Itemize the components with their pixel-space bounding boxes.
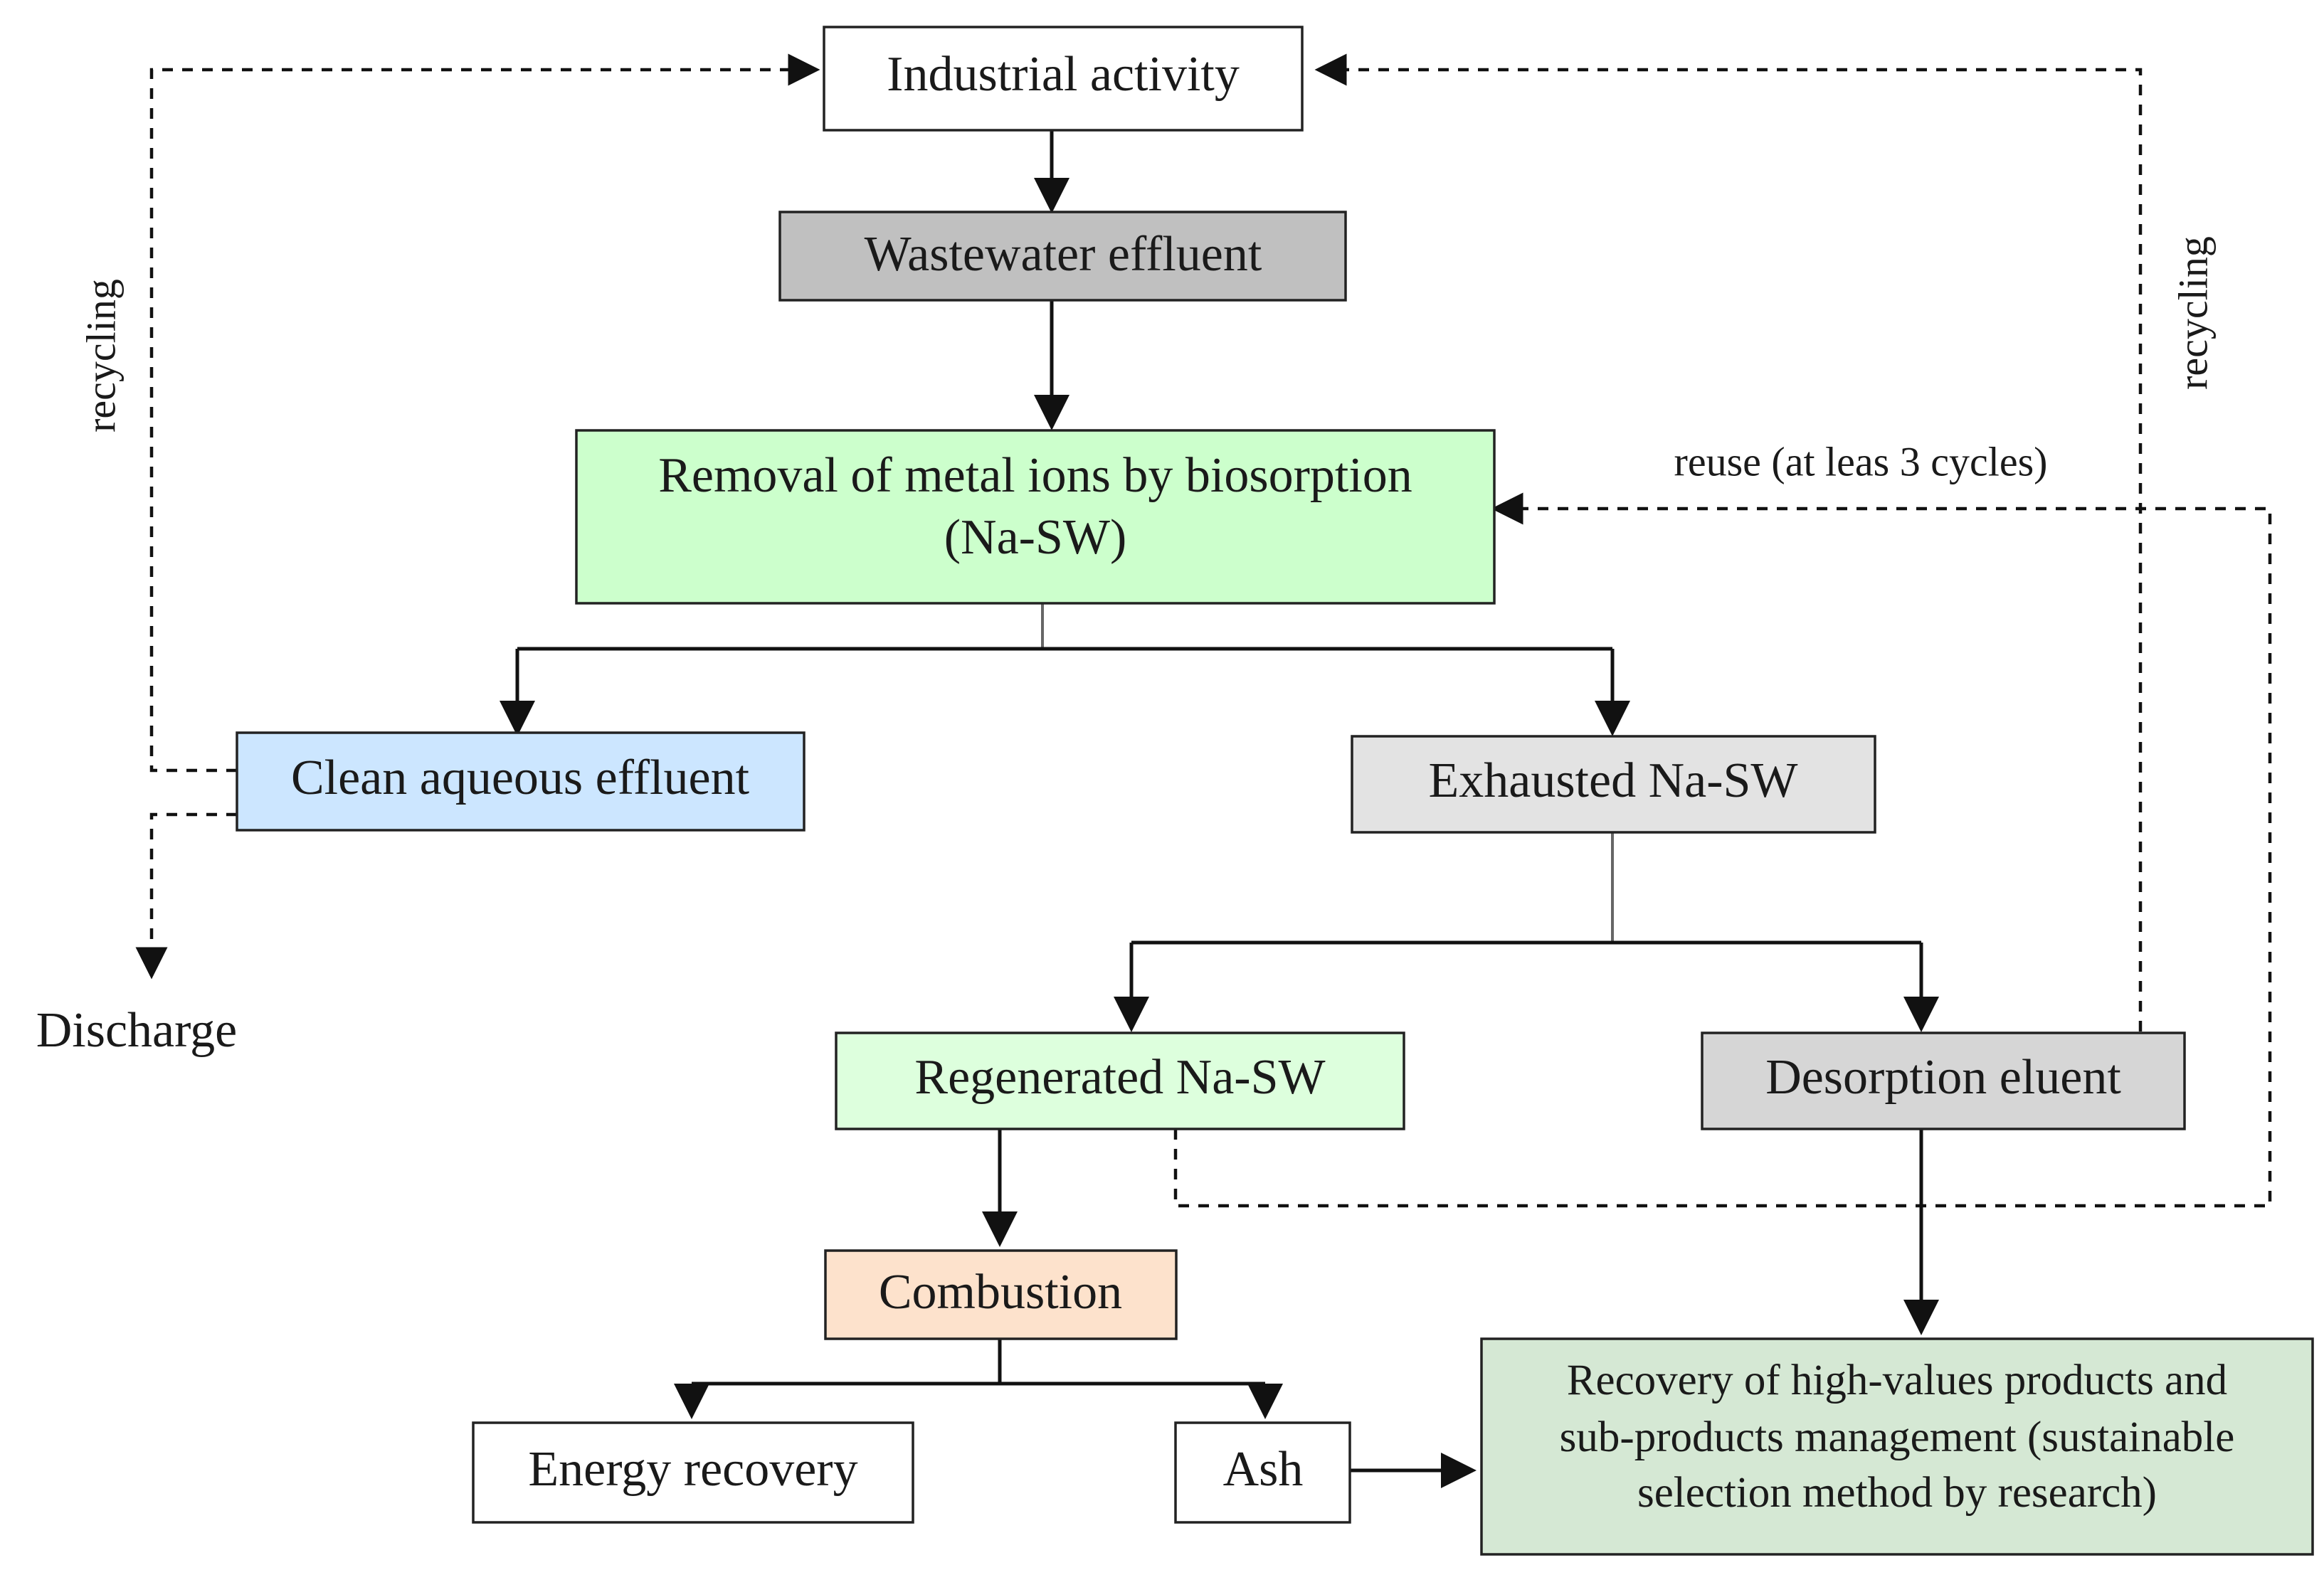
node-energy-recovery: Energy recovery [472,1421,914,1524]
node-industrial-activity-label: Industrial activity [887,47,1240,102]
node-removal-biosorption-line1: Removal of metal ions by biosorption [658,448,1412,503]
node-removal-biosorption-box [575,429,1496,605]
node-removal-biosorption: Removal of metal ions by biosorption (Na… [575,429,1496,605]
node-energy-recovery-box [472,1421,914,1524]
node-energy-recovery-label: Energy recovery [528,1442,857,1497]
node-clean-aqueous-effluent-box [236,731,806,832]
node-exhausted-na-sw-label: Exhausted Na-SW [1428,753,1797,808]
node-clean-aqueous-effluent: Clean aqueous effluent [236,731,806,832]
node-industrial-activity: Industrial activity [823,26,1304,132]
node-recovery-high-value-line2: sub-products management (sustainable [1560,1413,2235,1461]
dashed-recycling-left [149,53,820,773]
dashed-connectors [135,53,2272,1208]
node-recovery-high-value-line1: Recovery of high-values products and [1567,1357,2227,1404]
node-clean-aqueous-effluent-label: Clean aqueous effluent [291,750,750,805]
node-combustion-label: Combustion [879,1265,1122,1320]
node-wastewater-effluent-box [778,211,1347,302]
dashed-discharge [135,812,237,980]
node-removal-biosorption-line2: (Na-SW) [944,510,1127,565]
label-recycling-left: recycling [78,279,124,433]
node-ash: Ash [1174,1421,1351,1524]
dashed-recycling-right [1314,53,2143,1031]
node-combustion-box [824,1249,1178,1340]
solid-connectors [500,130,1939,1488]
label-discharge: Discharge [36,1003,238,1058]
node-combustion: Combustion [824,1249,1178,1340]
node-wastewater-effluent-label: Wastewater effluent [865,227,1262,282]
label-recycling-right: recycling [2170,236,2216,390]
node-ash-box [1174,1421,1351,1524]
node-desorption-eluent-box [1701,1031,2186,1130]
node-exhausted-na-sw: Exhausted Na-SW [1351,735,1876,834]
node-regenerated-na-sw-box [835,1031,1405,1130]
node-exhausted-na-sw-box [1351,735,1876,834]
node-industrial-activity-box [823,26,1304,132]
node-regenerated-na-sw-label: Regenerated Na-SW [914,1050,1325,1105]
node-desorption-eluent: Desorption eluent [1701,1031,2186,1130]
label-reuse: reuse (at leas 3 cycles) [1674,438,2048,484]
node-ash-label: Ash [1223,1442,1304,1497]
node-desorption-eluent-label: Desorption eluent [1765,1050,2121,1105]
node-regenerated-na-sw: Regenerated Na-SW [835,1031,1405,1130]
node-recovery-high-value-box [1480,1337,2314,1556]
node-wastewater-effluent: Wastewater effluent [778,211,1347,302]
node-recovery-high-value-line3: selection method by research) [1637,1469,2157,1517]
node-recovery-high-value: Recovery of high-values products and sub… [1480,1337,2314,1556]
